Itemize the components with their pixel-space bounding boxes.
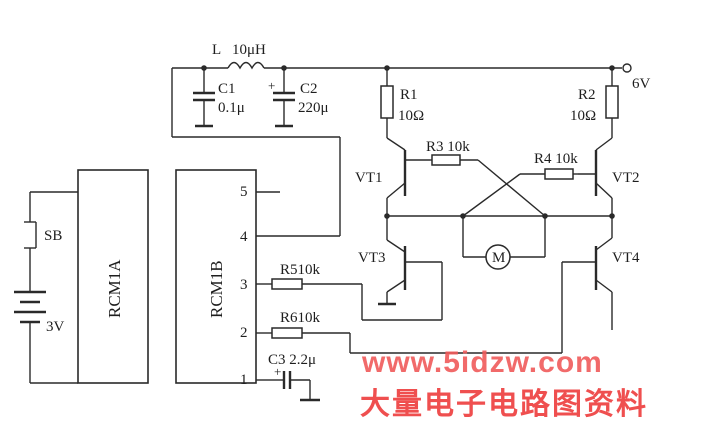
chip-rcm1b-label: RCM1B: [207, 260, 226, 318]
battery-label: 3V: [46, 319, 65, 335]
r4-label: R4 10k: [534, 151, 578, 167]
c2-value: 220μ: [298, 100, 329, 116]
resistor-r2: [605, 85, 619, 119]
motor-label: M: [492, 250, 505, 266]
vt3-label: VT3: [358, 250, 386, 266]
capacitor-c3: +: [272, 364, 320, 402]
resistor-r5: [271, 278, 363, 320]
left-bridge-branch: [378, 68, 442, 306]
pin-2: 2: [240, 325, 248, 341]
vt2-label: VT2: [612, 170, 640, 186]
chip-rcm1b: [175, 169, 257, 384]
chip-rcm1a: [77, 169, 149, 384]
c1-ref: C1: [218, 81, 236, 97]
pin-4: 4: [240, 229, 248, 245]
pin-1: 1: [240, 372, 248, 388]
resistor-r4: [520, 168, 578, 180]
r1-value: 10Ω: [398, 108, 424, 124]
vt4-label: VT4: [612, 250, 640, 266]
chip-pins: [256, 191, 280, 381]
r6-label: R610k: [280, 310, 321, 326]
vt1-label: VT1: [355, 170, 383, 186]
inductor-ref: L: [212, 42, 221, 58]
switch-label: SB: [44, 228, 62, 244]
svg-text:+: +: [274, 364, 281, 379]
battery-switch-loop: [14, 191, 78, 384]
c2-ref: C2: [300, 81, 318, 97]
c1-value: 0.1μ: [218, 100, 245, 116]
cross-coupling: [387, 159, 612, 219]
capacitor-c2: +: [268, 68, 295, 128]
pin-3: 3: [240, 277, 248, 293]
capacitor-c1: [193, 68, 215, 128]
r2-ref: R2: [578, 87, 596, 103]
resistor-r1: [380, 85, 394, 119]
watermark-text: 大量电子电路图资料: [360, 387, 648, 422]
svg-text:+: +: [268, 78, 275, 93]
base-feed-wires: [362, 262, 563, 353]
watermark-url: www.5idzw.com: [361, 346, 603, 379]
r2-value: 10Ω: [570, 108, 596, 124]
resistor-r3: [430, 154, 478, 166]
resistor-r6: [271, 327, 562, 354]
c3-label: C3 2.2μ: [268, 352, 316, 368]
r5-label: R510k: [280, 262, 321, 278]
inductor-value: 10μH: [232, 42, 266, 58]
supply-label: 6V: [632, 76, 651, 92]
motor: [462, 216, 546, 270]
r1-ref: R1: [400, 87, 418, 103]
r3-label: R3 10k: [426, 139, 470, 155]
pin-5: 5: [240, 184, 248, 200]
chip-rcm1a-label: RCM1A: [105, 259, 124, 318]
supply-terminal: [622, 63, 632, 73]
